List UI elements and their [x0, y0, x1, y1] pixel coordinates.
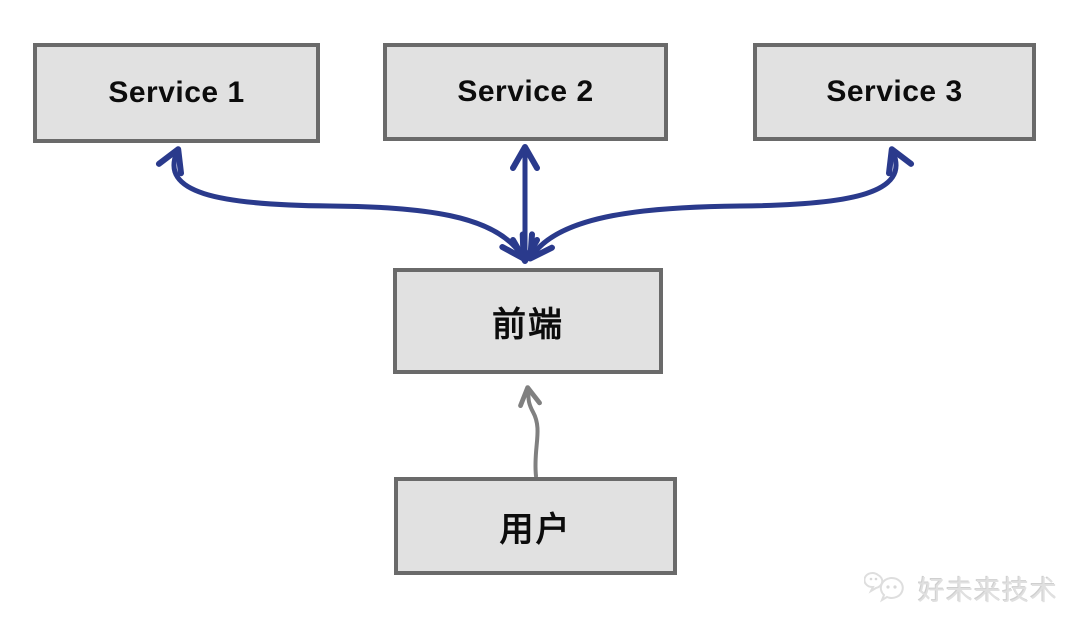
node-service-2: Service 2 [383, 43, 668, 141]
watermark: 好未来技术 [864, 568, 1058, 608]
node-frontend: 前端 [393, 268, 663, 374]
edge-frontend-service3 [527, 146, 915, 262]
wechat-logo-icon [864, 572, 904, 603]
node-frontend-label: 前端 [492, 305, 564, 344]
node-service-1-label: Service 1 [108, 76, 245, 109]
edge-user-frontend [518, 385, 542, 478]
edge-frontend-service1 [155, 146, 527, 262]
node-service-2-label: Service 2 [457, 75, 594, 108]
node-service-1: Service 1 [33, 43, 320, 143]
node-service-3: Service 3 [753, 43, 1036, 141]
node-service-3-label: Service 3 [826, 75, 963, 108]
node-user: 用户 [394, 477, 677, 575]
watermark-text: 好未来技术 [918, 575, 1058, 606]
node-user-label: 用户 [499, 510, 572, 549]
